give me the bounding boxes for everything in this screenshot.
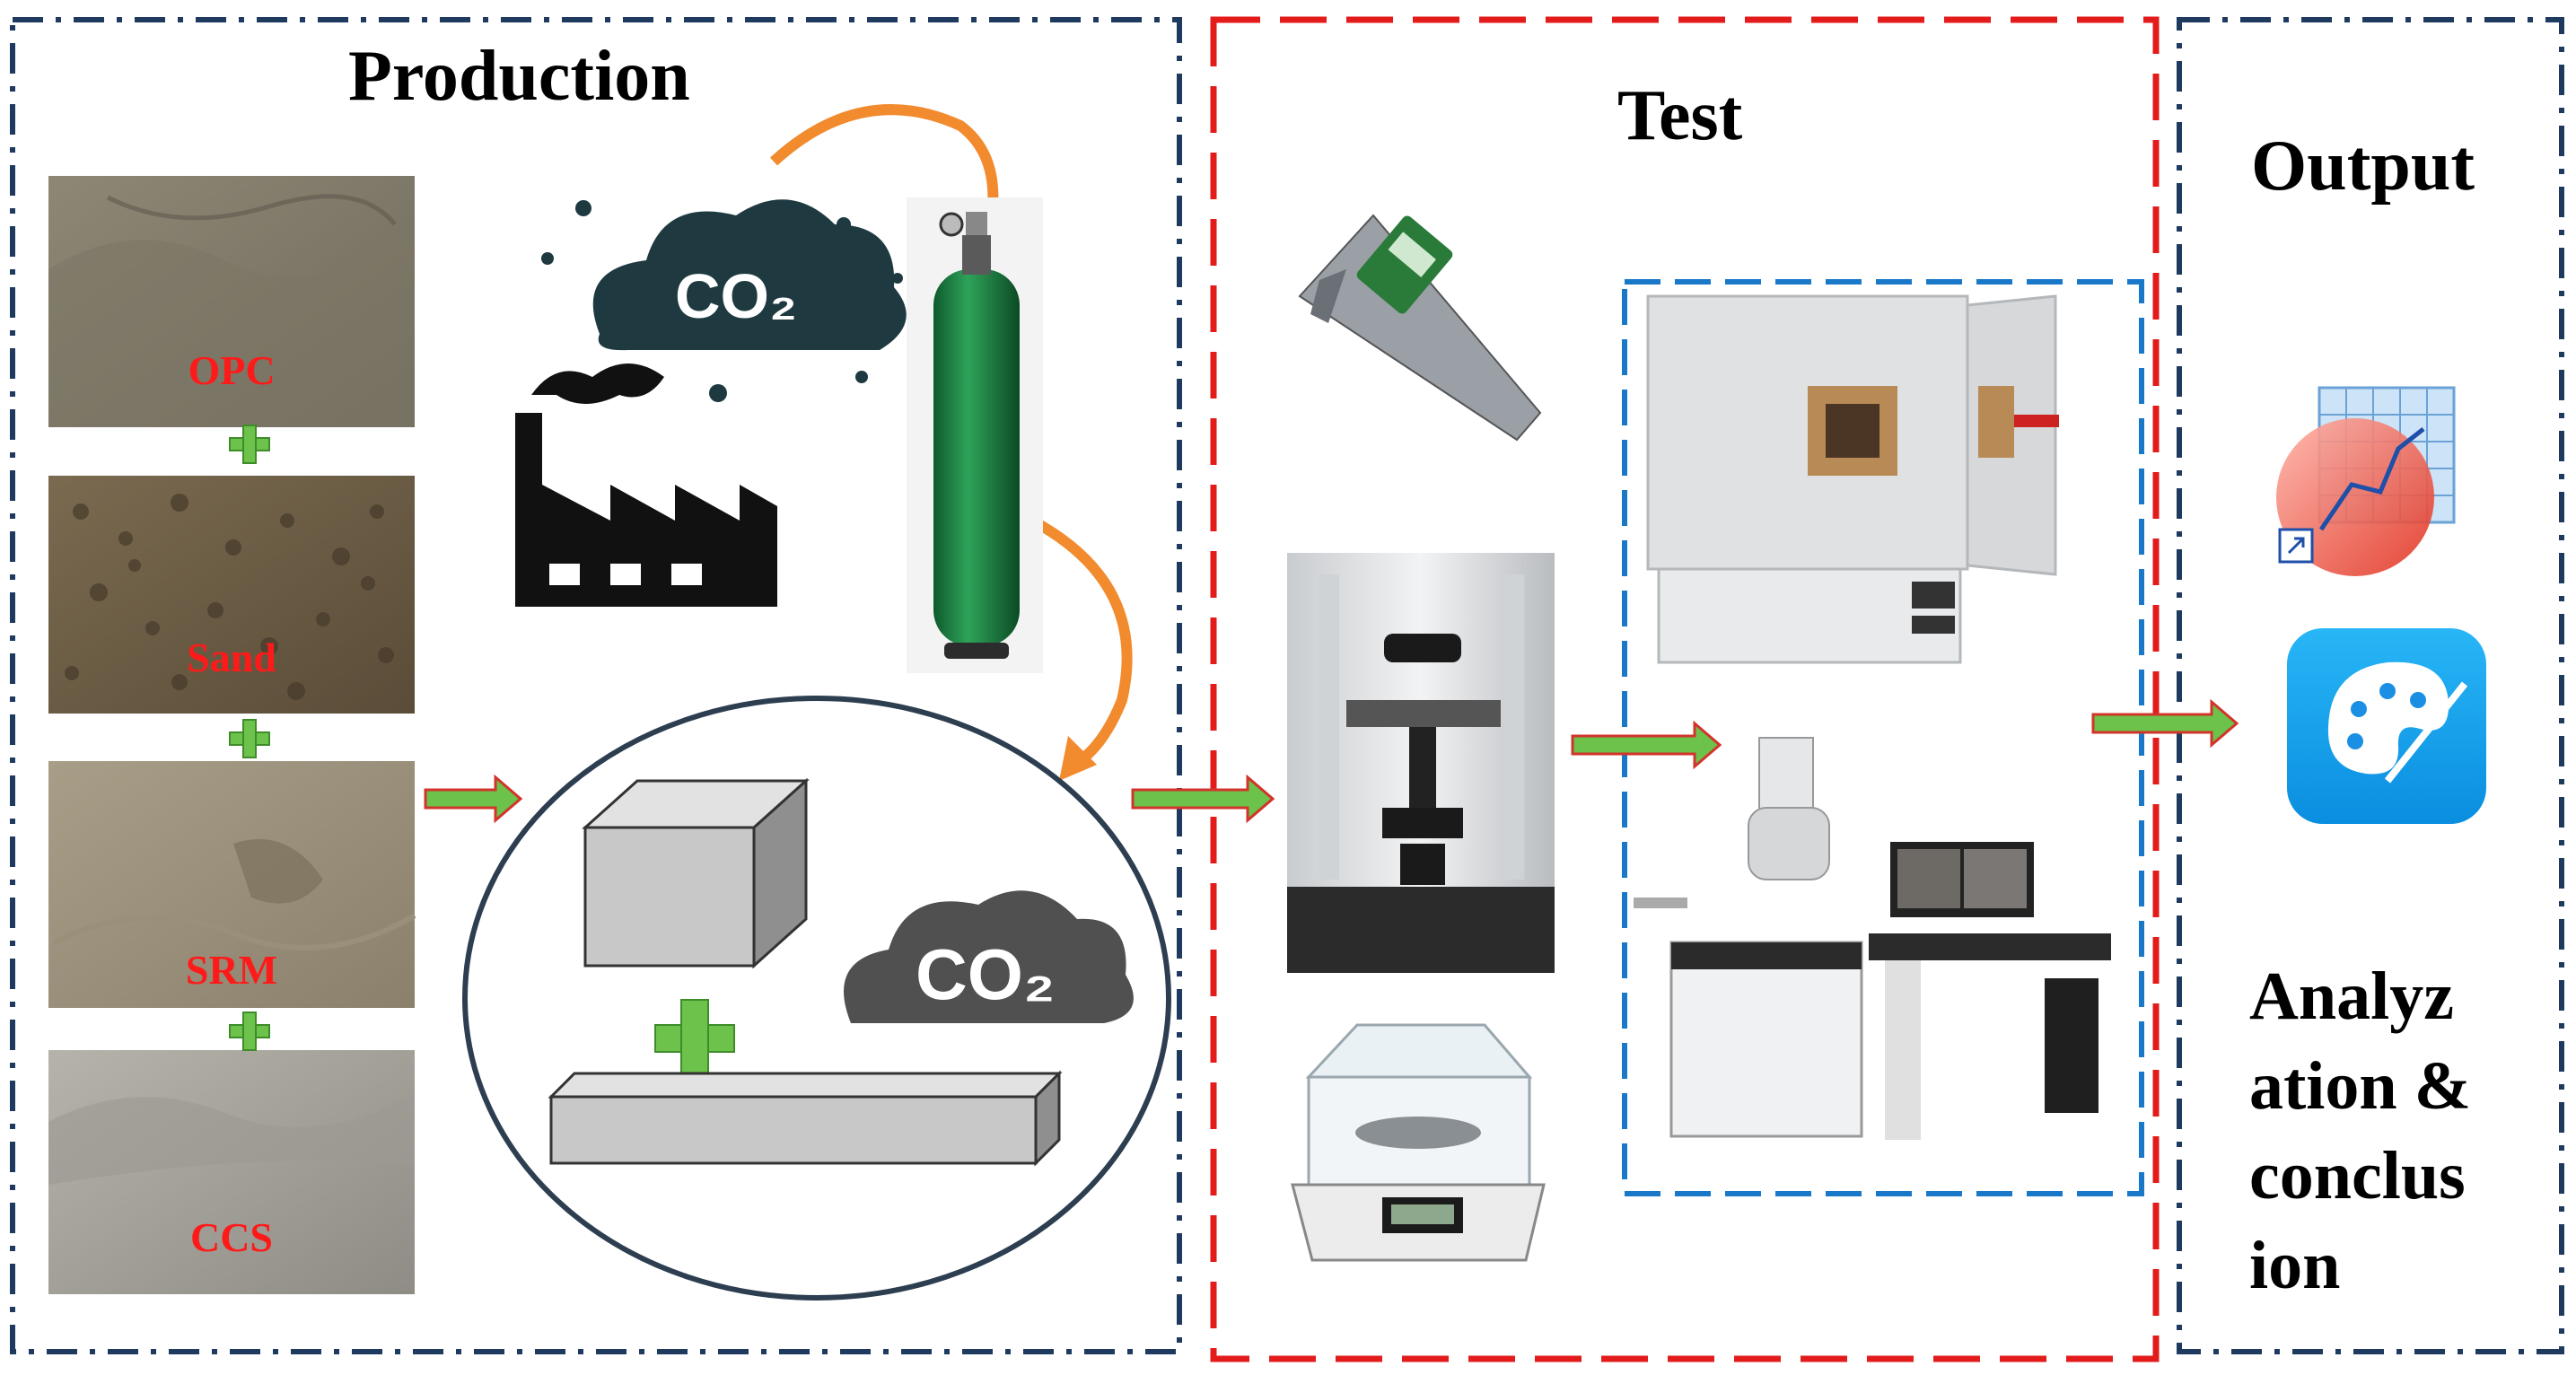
- flow-arrow: [1131, 774, 1275, 824]
- electron-microscope-icon: [1634, 737, 2111, 1140]
- co2-specimen-label: CO₂: [916, 934, 1056, 1014]
- material-photo-sand: [48, 476, 415, 714]
- specimen-circle: [462, 696, 1171, 1301]
- flow-arrow: [1571, 720, 1722, 770]
- co2-cloud-icon: [541, 199, 907, 402]
- material-label-opc: OPC: [188, 347, 276, 393]
- production-title: Production: [348, 37, 690, 116]
- plus-icon: [654, 999, 735, 1078]
- beam-specimen-icon: [548, 1070, 1063, 1167]
- material-photo-opc: [48, 176, 415, 427]
- flow-curve-arrow: [1030, 515, 1133, 767]
- output-title: Output: [2251, 127, 2475, 206]
- gas-cylinder-icon: [907, 197, 1043, 673]
- co2-cloud-icon: [844, 890, 1134, 1023]
- production-frame: [10, 17, 1182, 1354]
- caliper-icon: [1298, 214, 1542, 442]
- testing-machine-icon: [1287, 553, 1555, 973]
- output-frame: [2177, 17, 2564, 1354]
- furnace-icon: [1646, 294, 2059, 664]
- test-frame: [1210, 16, 2160, 1362]
- material-label-sand: Sand: [187, 635, 276, 680]
- material-photo-ccs: [48, 1050, 415, 1294]
- palette-app-icon: [2287, 628, 2486, 824]
- test-title: Test: [1617, 76, 1743, 155]
- material-label-ccs: CCS: [189, 1214, 274, 1260]
- flow-arrow: [2091, 698, 2239, 749]
- flow-arrow: [424, 774, 523, 824]
- characterization-frame: [1622, 279, 2144, 1196]
- plus-icon: [229, 1012, 270, 1051]
- plus-icon: [229, 425, 270, 464]
- material-photo-srm: [48, 761, 416, 1008]
- co2-emission-label: CO₂: [675, 261, 798, 331]
- flow-curve-arrow: [769, 104, 999, 207]
- arrowhead-icon: [1059, 736, 1097, 781]
- cube-specimen-icon: [582, 777, 810, 969]
- plus-icon: [229, 719, 270, 758]
- material-label-srm: SRM: [185, 947, 278, 993]
- factory-icon: [515, 363, 777, 607]
- origin-app-icon: [2276, 386, 2456, 576]
- conclusion-text: Analyz ation & conclus ion: [2249, 959, 2471, 1303]
- balance-icon: [1291, 1023, 1546, 1262]
